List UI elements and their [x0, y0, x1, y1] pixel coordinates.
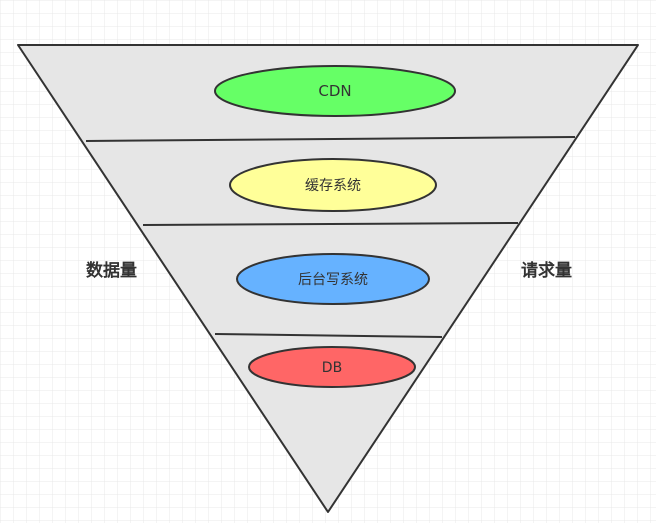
layer-label: 缓存系统 [305, 178, 361, 194]
layer-label: DB [322, 360, 342, 376]
layer-divider-1 [85, 136, 576, 142]
layer-db: DB [248, 346, 416, 388]
layer-ellipse [236, 253, 430, 305]
layer-cdn: CDN [214, 65, 456, 117]
layer-ellipse [214, 65, 456, 117]
layer-ellipse [248, 346, 416, 388]
layer-divider-2 [142, 222, 519, 226]
layer-divider-3 [214, 333, 443, 338]
request-volume-label: 请求量 [521, 261, 572, 281]
layer-label: CDN [318, 82, 351, 100]
layer-ellipse [229, 158, 437, 212]
layer-label: 后台写系统 [298, 272, 368, 288]
layer-cache-system: 缓存系统 [229, 158, 437, 212]
data-volume-label: 数据量 [86, 261, 137, 281]
layer-backend-write-system: 后台写系统 [236, 253, 430, 305]
